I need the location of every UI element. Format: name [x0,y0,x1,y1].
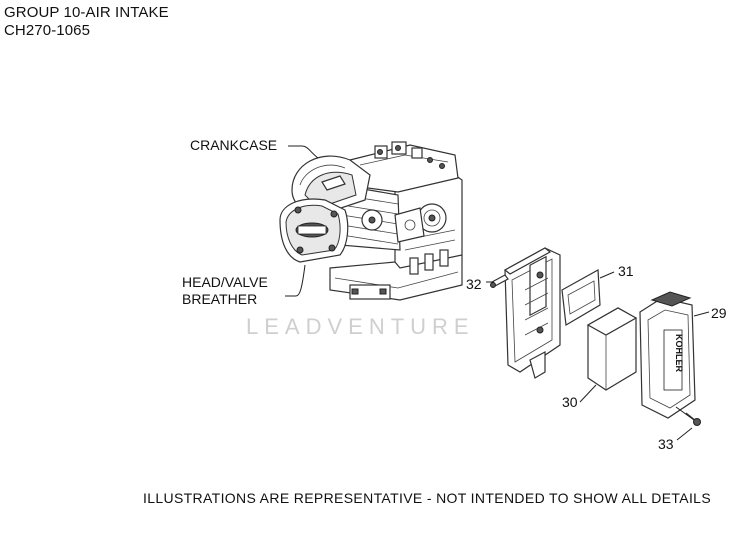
air-cleaner-cover-29: KOHLER [639,291,696,419]
engine-assembly [279,141,463,301]
callout-head-valve-line1: HEAD/VALVE [182,274,268,290]
callout-crankcase: CRANKCASE [190,137,278,153]
leader-lines [285,145,710,441]
part-number-30[interactable]: 30 [562,394,578,410]
cover-brand-text: KOHLER [674,334,684,373]
part-number-31[interactable]: 31 [618,263,634,279]
disclaimer-footer: ILLUSTRATIONS ARE REPRESENTATIVE - NOT I… [143,490,712,506]
air-filter-element-30 [586,307,638,391]
watermark: LEADVENTURE [246,314,475,339]
part-number-32[interactable]: 32 [466,276,482,292]
air-cleaner-base [503,247,561,379]
part-number-33[interactable]: 33 [658,436,674,452]
screw-33 [675,406,701,426]
diagram-title: GROUP 10-AIR INTAKE [4,4,169,21]
gasket-31 [561,269,601,326]
model-number: CH270-1065 [4,22,91,39]
part-number-29[interactable]: 29 [711,305,727,321]
callout-head-valve-line2: BREATHER [182,291,258,307]
